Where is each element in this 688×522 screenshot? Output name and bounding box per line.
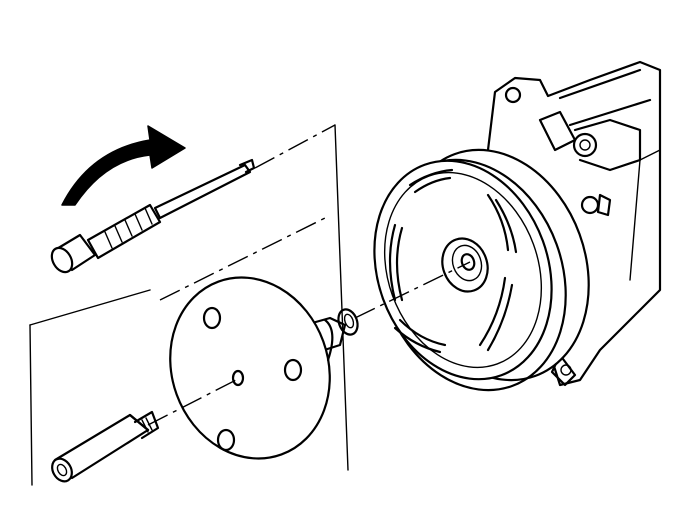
plate-hole-right: [283, 358, 303, 382]
compressor-clutch-pulley: [373, 148, 590, 392]
plate-hole-top: [202, 306, 222, 330]
pulley-slots: [388, 168, 518, 354]
threaded-adapter: [51, 410, 160, 483]
rotation-arrow-icon: [61, 125, 186, 206]
tool-handle-bolt: [50, 158, 256, 274]
compressor-body: [486, 60, 662, 387]
plate-hole-bottom: [216, 428, 236, 452]
plate-center-hole: [231, 369, 245, 387]
alignment-lines: [29, 124, 471, 486]
holder-plate: [169, 276, 347, 460]
